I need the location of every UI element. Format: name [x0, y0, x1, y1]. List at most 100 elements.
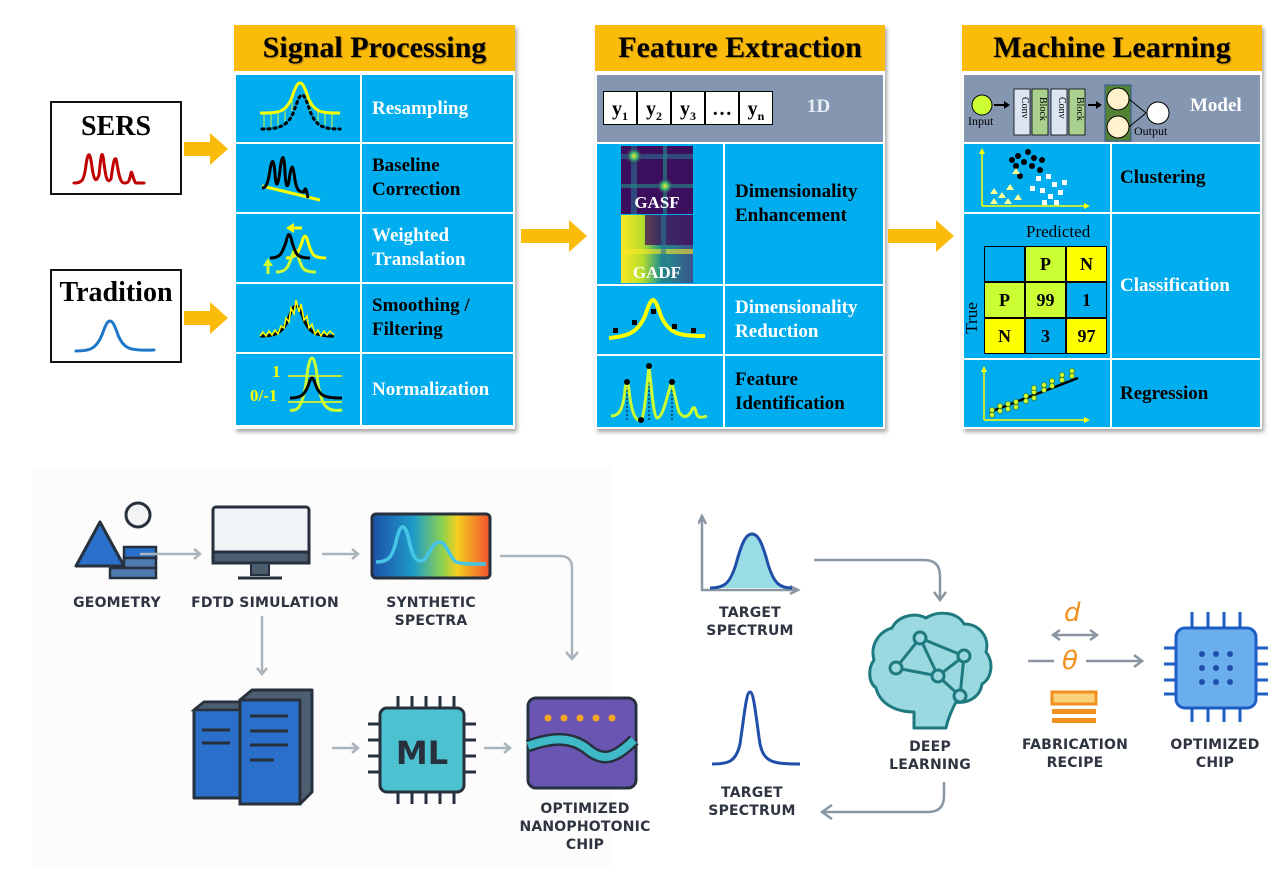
cnn-model-diagram: Conv Block Conv Block Input Output: [968, 84, 1170, 142]
normalization-label: Normalization: [372, 378, 490, 400]
weighted-translation-icon: [263, 223, 327, 274]
machine-learning-panel: Machine Learning Conv Block Conv Block I…: [962, 25, 1262, 429]
baseline-label-cell: Baseline Correction: [362, 144, 513, 212]
target-spectrum-top-chart-icon: [698, 513, 801, 596]
bottom-left-background: [32, 466, 612, 866]
gaf-image-cell: GASF GADF: [597, 144, 723, 284]
synthetic-spectra-caption: SYNTHETIC SPECTRA: [370, 594, 492, 630]
sers-spectrum-icon: [72, 152, 146, 185]
smoothing-label-cell: Smoothing / Filtering: [362, 284, 513, 352]
deep-line2: LEARNING: [889, 757, 971, 773]
resampling-icon: [259, 81, 342, 131]
arrow-fdtd-to-data-icon: [256, 616, 268, 676]
clustering-icon-cell: [964, 144, 1110, 212]
vector-cell: y2: [637, 91, 671, 125]
feature-id-label-cell: Feature Identification: [725, 356, 883, 427]
confusion-matrix-cell: Predicted True P N P 99 1 N 3 97: [961, 214, 1110, 358]
vector-1d-cell: y1 y2 y3 … yn 1D: [597, 75, 883, 142]
target-bottom-line1: TARGET: [721, 785, 783, 801]
gasf-image: GASF: [621, 146, 693, 214]
sers-source-box: SERS: [50, 101, 182, 195]
normalization-label-cell: Normalization: [362, 354, 513, 425]
tradition-source-box: Tradition: [50, 269, 182, 363]
resampling-icon-cell: [236, 75, 360, 142]
target-bottom-line2: SPECTRUM: [708, 803, 796, 819]
baseline-label-line2: Correction: [372, 179, 461, 200]
fabrication-recipe-icon: [1050, 690, 1098, 723]
smoothing-label: Smoothing / Filtering: [372, 284, 470, 352]
baseline-label: Baseline Correction: [372, 144, 460, 212]
conv-block-label: Conv: [1019, 97, 1030, 119]
nanophotonic-chip-icon: [526, 696, 639, 790]
dim-reduction-line1: Dimensionality: [735, 297, 858, 318]
conv-block-label: Block: [1074, 97, 1085, 121]
arrow-sers-to-signal-icon: [184, 133, 228, 165]
nanophotonic-caption: OPTIMIZED NANOPHOTONIC CHIP: [510, 800, 660, 854]
baseline-label-line1: Baseline: [372, 155, 440, 176]
signal-processing-title: Signal Processing: [234, 25, 515, 71]
signal-processing-panel: Signal Processing Resampling Baseline Co…: [234, 25, 515, 429]
fab-line1: FABRICATION: [1021, 737, 1129, 753]
classification-label-cell: Classification: [1112, 214, 1260, 358]
gasf-label: GASF: [634, 193, 679, 212]
predicted-axis-label: Predicted: [1026, 222, 1091, 241]
normalization-icon: [288, 356, 343, 412]
tradition-spectrum-icon: [74, 319, 156, 353]
baseline-icon-cell: [236, 144, 360, 212]
fdtd-monitor-icon: [211, 505, 311, 580]
clustering-label-cell: Clustering: [1112, 144, 1260, 212]
machine-learning-title: Machine Learning: [962, 25, 1262, 71]
smoothing-filtering-icon: [259, 299, 335, 338]
ml-chip-label: ML: [396, 734, 448, 772]
fdtd-caption: FDTD SIMULATION: [191, 595, 339, 611]
clustering-scatter-icon: [979, 148, 1090, 209]
optimized-line3: CHIP: [565, 837, 605, 853]
cm-value-cell: 97: [1066, 318, 1107, 354]
feature-extraction-panel: Feature Extraction y1 y2 y3 … yn 1D GASF: [595, 25, 885, 429]
translation-icon-cell: [236, 214, 360, 282]
feature-extraction-title: Feature Extraction: [595, 25, 885, 71]
double-arrow-icon: [1050, 628, 1100, 642]
dataset-servers-icon: [190, 688, 314, 806]
regression-label: Regression: [1120, 382, 1209, 404]
conv-block-label: Conv: [1056, 97, 1067, 119]
dim-enhancement-line2: Enhancement: [735, 205, 847, 226]
feature-id-label: Feature Identification: [735, 356, 845, 427]
arrow-ml-to-chip-icon: [484, 742, 512, 754]
classification-label: Classification: [1120, 275, 1230, 296]
true-axis-label: True: [961, 302, 981, 334]
sers-label: SERS: [80, 111, 152, 142]
arrow-data-to-ml-icon: [332, 742, 360, 754]
deep-learning-brain-icon: [868, 611, 993, 730]
geometry-icon: [74, 501, 158, 580]
arrow-fdtd-to-spectra-icon: [322, 548, 360, 560]
model-cell: Conv Block Conv Block Input Output Model: [964, 75, 1260, 142]
resampling-label: Resampling: [372, 97, 469, 119]
synthetic-line1: SYNTHETIC: [386, 595, 476, 611]
deep-line1: DEEP: [909, 739, 951, 755]
norm-axis-top-label: 1: [272, 362, 281, 381]
norm-axis-bottom-label: 0/-1: [250, 386, 278, 405]
optimized-chip-icon: [1164, 612, 1268, 722]
translation-label: Weighted Translation: [372, 214, 466, 282]
target-top-line1: TARGET: [719, 605, 781, 621]
dim-enhancement-line1: Dimensionality: [735, 181, 858, 202]
target-top-line2: SPECTRUM: [706, 623, 794, 639]
cm-corner-cell: [984, 246, 1025, 282]
conv-block-label: Block: [1037, 97, 1048, 121]
feature-id-icon-cell: [597, 356, 723, 427]
smoothing-label-line2: Filtering: [372, 319, 443, 340]
chip-line2: CHIP: [1195, 755, 1235, 771]
model-output-label: Output: [1134, 124, 1168, 138]
dim-reduction-label: Dimensionality Reduction: [735, 286, 857, 354]
optimized-chip-caption: OPTIMIZED CHIP: [1160, 736, 1270, 772]
arrow-signal-to-feature-icon: [521, 220, 587, 252]
dimensionality-reduction-icon: [608, 297, 706, 340]
arrow-target-to-deep-icon: [814, 558, 947, 603]
cm-value-cell: 1: [1066, 282, 1107, 318]
cm-col-header: N: [1066, 246, 1107, 282]
synthetic-line2: SPECTRA: [394, 613, 468, 629]
smoothing-label-line1: Smoothing /: [372, 295, 470, 316]
dim-reduction-line2: Reduction: [735, 321, 819, 342]
arrow-deep-to-target-icon: [819, 782, 946, 821]
